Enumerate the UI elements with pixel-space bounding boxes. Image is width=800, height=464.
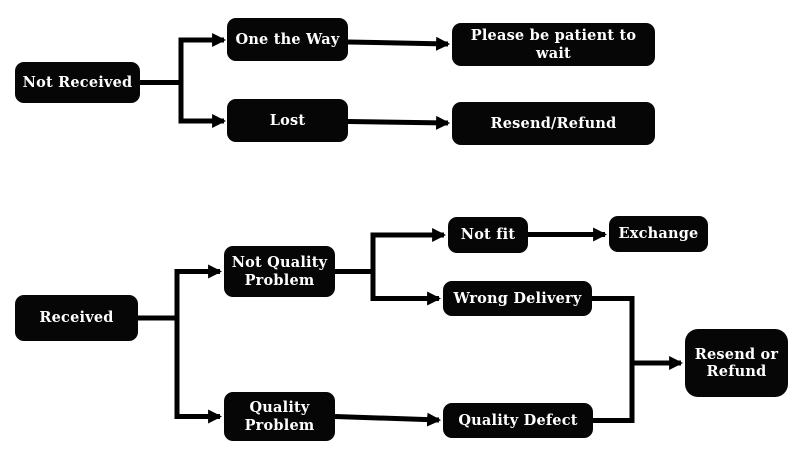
- node-resend-refund: Resend/Refund: [452, 102, 655, 145]
- arrow-to-quality-defect: [334, 412, 442, 427]
- node-quality-defect: Quality Defect: [443, 403, 593, 438]
- node-not-quality-problem: Not Quality Problem: [224, 246, 335, 297]
- node-resend-or-refund: Resend or Refund: [685, 329, 788, 397]
- node-not-received: Not Received: [15, 62, 140, 103]
- node-one-the-way: One the Way: [227, 18, 348, 61]
- arrow-to-please-wait: [347, 36, 451, 51]
- connector-merge: [592, 296, 635, 423]
- arrow-to-resend-refund: [347, 115, 451, 130]
- node-received: Received: [15, 295, 138, 341]
- node-lost: Lost: [227, 99, 348, 142]
- node-please-be-patient: Please be patient to wait: [452, 23, 655, 66]
- node-quality-problem: Quality Problem: [224, 392, 335, 441]
- connector-not-received-split: [138, 37, 184, 124]
- node-not-fit: Not fit: [448, 217, 528, 253]
- node-wrong-delivery: Wrong Delivery: [443, 281, 592, 316]
- connector-not-quality-split: [335, 232, 376, 301]
- connector-received-split: [138, 269, 180, 419]
- node-exchange: Exchange: [609, 216, 708, 252]
